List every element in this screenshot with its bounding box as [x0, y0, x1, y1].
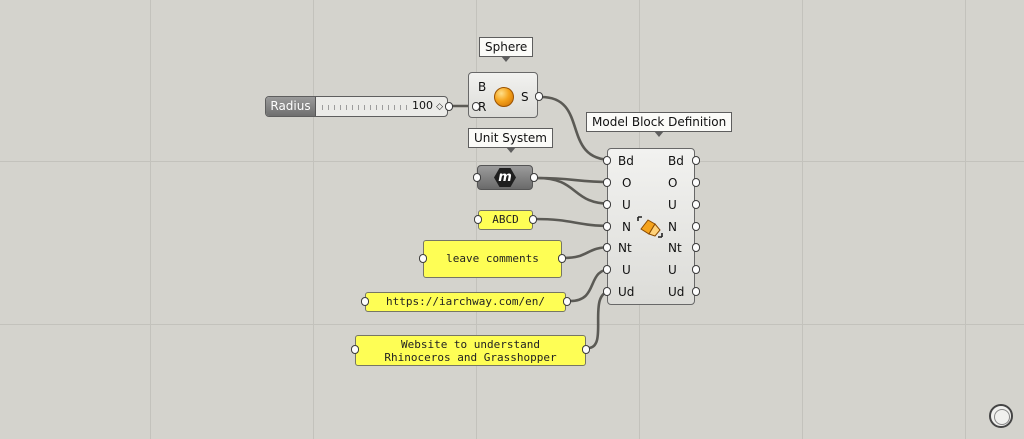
- panel-url-output-grip[interactable]: [563, 297, 571, 306]
- panel-website-output-grip[interactable]: [582, 345, 590, 354]
- unit-system-title-tooltip: Unit System: [468, 128, 553, 153]
- slider-output-grip[interactable]: [445, 102, 453, 111]
- sphere-title-tooltip: Sphere: [479, 37, 534, 62]
- model-block-ud-output-grip[interactable]: [692, 287, 700, 296]
- block-definition-icon: [637, 216, 663, 238]
- panel-comments-text: leave comments: [446, 252, 539, 265]
- model-block-output-n[interactable]: N: [668, 220, 677, 234]
- sphere-icon: [494, 87, 514, 107]
- model-block-n-output-grip[interactable]: [692, 222, 700, 231]
- model-block-output-nt[interactable]: Nt: [668, 241, 682, 255]
- model-block-input-n[interactable]: N: [622, 220, 631, 234]
- sphere-output-s[interactable]: S: [521, 90, 529, 104]
- slider-label: Radius: [266, 97, 316, 116]
- panel-url-input-grip[interactable]: [361, 297, 369, 306]
- model-block-output-o[interactable]: O: [668, 176, 678, 190]
- model-block-nt-input-grip[interactable]: [603, 243, 611, 252]
- wire-unit-to-u: [536, 176, 613, 206]
- sphere-output-grip[interactable]: [535, 92, 543, 101]
- model-block-output-u[interactable]: U: [668, 198, 677, 212]
- model-block-input-nt[interactable]: Nt: [618, 241, 632, 255]
- model-block-nt-output-grip[interactable]: [692, 243, 700, 252]
- model-block-input-u[interactable]: U: [622, 198, 631, 212]
- sphere-component[interactable]: B R S: [468, 72, 538, 118]
- unit-system-input-grip[interactable]: [473, 173, 481, 182]
- slider-value: 100: [412, 99, 433, 112]
- model-block-o-output-grip[interactable]: [692, 178, 700, 187]
- panel-url[interactable]: https://iarchway.com/en/: [365, 292, 566, 312]
- model-block-bd-input-grip[interactable]: [603, 156, 611, 165]
- model-block-u2-output-grip[interactable]: [692, 265, 700, 274]
- sphere-r-input-grip[interactable]: [472, 102, 480, 111]
- slider-handle-icon[interactable]: ◇: [436, 102, 443, 112]
- panel-website-line2: Rhinoceros and Grasshopper: [384, 351, 557, 364]
- model-block-u-input-grip[interactable]: [603, 200, 611, 209]
- model-block-input-o[interactable]: O: [622, 176, 632, 190]
- radius-slider[interactable]: Radius 100 ◇: [265, 96, 448, 117]
- model-block-output-u2[interactable]: U: [668, 263, 677, 277]
- model-block-u2-input-grip[interactable]: [603, 265, 611, 274]
- model-block-input-bd[interactable]: Bd: [618, 154, 634, 168]
- panel-comments-output-grip[interactable]: [558, 254, 566, 263]
- panel-abcd-text: ABCD: [492, 213, 519, 226]
- wire-unit-to-o: [536, 176, 613, 184]
- model-block-output-bd[interactable]: Bd: [668, 154, 684, 168]
- panel-abcd[interactable]: ABCD: [478, 210, 533, 230]
- model-block-component[interactable]: Bd O U N Nt U Ud Bd O U N Nt U Ud: [607, 148, 695, 305]
- wire-abcd-to-n: [533, 217, 613, 228]
- model-block-title: Model Block Definition: [592, 115, 727, 129]
- sphere-title: Sphere: [485, 40, 528, 54]
- panel-website-line1: Website to understand: [400, 338, 541, 351]
- model-block-o-input-grip[interactable]: [603, 178, 611, 187]
- panel-website-input-grip[interactable]: [351, 345, 359, 354]
- sphere-input-b[interactable]: B: [478, 80, 487, 94]
- panel-comments-input-grip[interactable]: [419, 254, 427, 263]
- panel-abcd-output-grip[interactable]: [529, 215, 537, 224]
- unit-system-output-grip[interactable]: [530, 173, 538, 182]
- navigation-widget-icon[interactable]: [989, 404, 1013, 428]
- model-block-ud-input-grip[interactable]: [603, 287, 611, 296]
- unit-system-icon: m: [494, 168, 516, 187]
- panel-website[interactable]: Website to understand Rhinoceros and Gra…: [355, 335, 586, 366]
- model-block-bd-output-grip[interactable]: [692, 156, 700, 165]
- panel-abcd-input-grip[interactable]: [474, 215, 482, 224]
- sphere-input-r[interactable]: R: [478, 100, 487, 114]
- panel-url-text: https://iarchway.com/en/: [386, 295, 545, 308]
- unit-system-title: Unit System: [474, 131, 547, 145]
- model-block-output-ud[interactable]: Ud: [668, 285, 685, 299]
- model-block-u-output-grip[interactable]: [692, 200, 700, 209]
- model-block-title-tooltip: Model Block Definition: [586, 112, 733, 137]
- model-block-input-u2[interactable]: U: [622, 263, 631, 277]
- panel-comments[interactable]: leave comments: [423, 240, 562, 278]
- model-block-n-input-grip[interactable]: [603, 222, 611, 231]
- unit-system-component[interactable]: m: [477, 165, 533, 190]
- slider-track[interactable]: [322, 105, 407, 110]
- model-block-input-ud[interactable]: Ud: [618, 285, 635, 299]
